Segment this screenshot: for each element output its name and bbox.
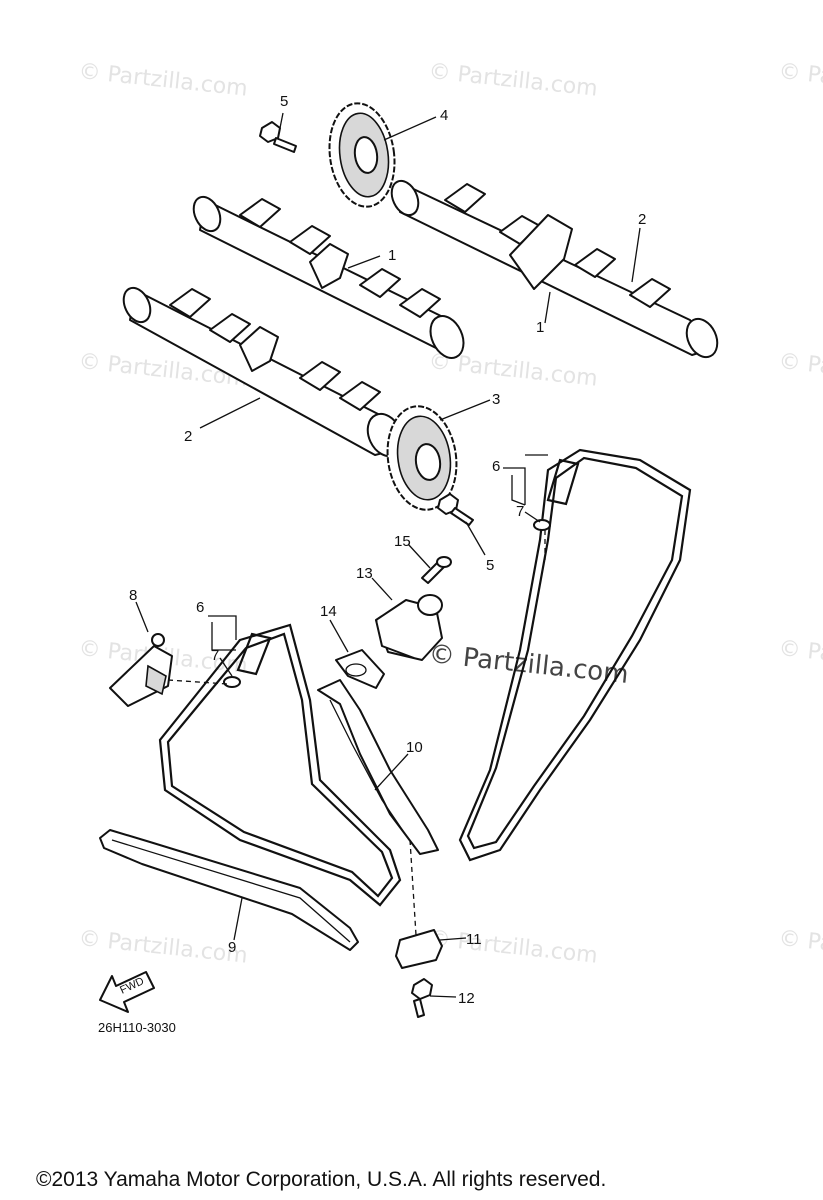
watermark: © Partzilla.com bbox=[427, 926, 598, 969]
callout-12: 12 bbox=[458, 990, 475, 1007]
timing-chain-left bbox=[158, 623, 402, 907]
copyright-notice: ©2013 Yamaha Motor Corporation, U.S.A. A… bbox=[36, 1168, 606, 1191]
chain-joint-left bbox=[223, 632, 272, 688]
cam-sprocket-lower bbox=[386, 405, 458, 511]
callout-5: 5 bbox=[486, 557, 494, 574]
callout-3: 3 bbox=[492, 391, 500, 408]
callout-2: 2 bbox=[638, 211, 646, 228]
callout-6: 6 bbox=[492, 458, 500, 475]
leader-lines bbox=[135, 112, 641, 998]
watermark: © Partzilla.com bbox=[777, 636, 823, 679]
watermark: © Partzilla.com bbox=[427, 59, 598, 102]
guide-stopper-bolt bbox=[411, 978, 433, 1018]
watermark: © Partzilla.com bbox=[777, 349, 823, 392]
chain-joint-right bbox=[533, 458, 580, 531]
watermark: © Partzilla.com bbox=[77, 926, 248, 969]
callout-1: 1 bbox=[536, 319, 544, 336]
callout-15: 15 bbox=[394, 533, 411, 550]
callout-labels: 5 4 1 1 2 2 3 6 7 5 15 13 14 8 6 7 10 9 … bbox=[129, 93, 646, 1007]
watermark: © Partzilla.com bbox=[77, 59, 248, 102]
callout-8: 8 bbox=[129, 587, 137, 604]
cam-sprocket-upper bbox=[328, 102, 396, 208]
camshaft-upper-left bbox=[192, 195, 465, 359]
callout-1: 1 bbox=[388, 247, 396, 264]
callout-14: 14 bbox=[320, 603, 337, 620]
callout-4: 4 bbox=[440, 107, 448, 124]
sprocket-bolt-upper bbox=[259, 121, 297, 153]
callout-6: 6 bbox=[196, 599, 204, 616]
watermark: © Partzilla.com bbox=[777, 59, 823, 102]
assembly-lines bbox=[167, 530, 546, 936]
timing-chain-right bbox=[458, 448, 692, 862]
callout-7: 7 bbox=[516, 503, 524, 520]
camshaft-upper-right bbox=[390, 179, 719, 359]
callout-13: 13 bbox=[356, 565, 373, 582]
callout-9: 9 bbox=[228, 939, 236, 956]
watermark: © Partzilla.com bbox=[777, 926, 823, 969]
chain-guide-top bbox=[109, 633, 173, 707]
sprocket-bolt-lower bbox=[437, 493, 474, 526]
fwd-arrow-icon: FWD bbox=[99, 971, 155, 1013]
chain-guide-rear bbox=[317, 679, 439, 855]
callout-10: 10 bbox=[406, 739, 423, 756]
chain-tensioner bbox=[375, 594, 443, 661]
callout-11: 11 bbox=[466, 931, 482, 948]
chain-guide-bottom bbox=[99, 829, 359, 951]
callout-5: 5 bbox=[280, 93, 288, 110]
tensioner-bolt bbox=[421, 556, 452, 584]
guide-stopper bbox=[395, 929, 443, 969]
tensioner-gasket bbox=[335, 649, 385, 689]
diagram-code: 26H110-3030 bbox=[98, 1020, 176, 1035]
callout-2: 2 bbox=[184, 428, 192, 445]
callout-7: 7 bbox=[211, 647, 219, 664]
